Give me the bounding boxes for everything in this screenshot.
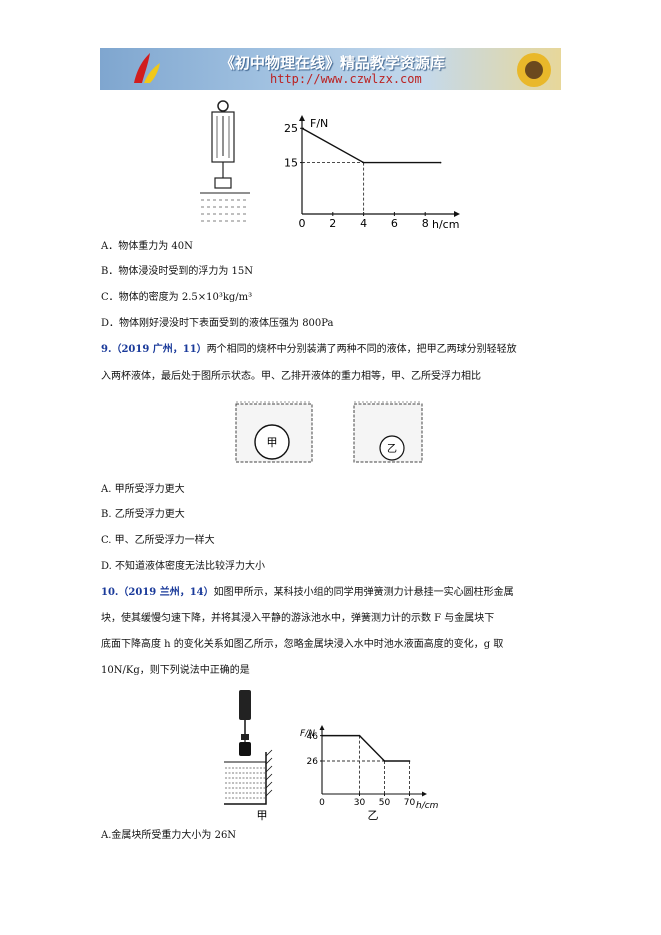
force-data-point <box>301 127 303 130</box>
beaker-left: 甲 <box>235 401 313 463</box>
logo-icon <box>128 51 164 87</box>
metal-block <box>239 742 251 756</box>
pool-spring-scale-figure: 甲 <box>224 690 273 822</box>
sunflower-icon <box>510 50 556 90</box>
y-tick-label: 15 <box>284 156 298 169</box>
x-tick-label: 30 <box>354 798 366 808</box>
beaker-right: 乙 <box>353 401 423 463</box>
ball-left-label: 甲 <box>267 436 278 449</box>
x-tick-label: 8 <box>422 217 429 230</box>
fig-left-label: 甲 <box>257 809 268 822</box>
q8-option-d: D．物体刚好浸没时下表面受到的液体压强为 800Pa <box>101 318 334 329</box>
banner-title: 《初中物理在线》精品教学资源库 <box>220 54 446 72</box>
ball-left <box>254 424 290 460</box>
x-axis-arrow-icon <box>422 791 427 797</box>
y-axis-arrow-icon <box>299 115 305 121</box>
x-tick-label: 6 <box>391 217 398 230</box>
q8-option-a: A．物体重力为 40N <box>101 241 193 252</box>
q9-stem-line-1: 9.（2019 广州，11）两个相同的烧杯中分别装满了两种不同的液体，把甲乙两球… <box>101 344 517 355</box>
q9-option-b: B. 乙所受浮力更大 <box>101 509 185 520</box>
q9-option-a: A. 甲所受浮力更大 <box>101 484 185 495</box>
q9-option-c: C. 甲、乙所受浮力一样大 <box>101 535 215 546</box>
q9-stem-line-2: 入两杯液体，最后处于图所示状态。甲、乙排开液体的重力相等，甲、乙所受浮力相比 <box>101 371 481 382</box>
force-data-point <box>358 734 361 737</box>
x-tick-label: 0 <box>299 217 306 230</box>
fig-right-label: 乙 <box>368 809 379 822</box>
beakers-figure: 甲 乙 <box>235 401 423 463</box>
q10-stem-line-3: 底面下降高度 h 的变化关系如图乙所示，忽略金属块浸入水中时池水液面高度的变化，… <box>101 639 504 650</box>
y-tick-label: 25 <box>284 122 298 135</box>
q10-stem-line-4: 10N/Kg，则下列说法中正确的是 <box>101 665 250 676</box>
x-tick-label: 2 <box>329 217 336 230</box>
y-tick-label: 26 <box>307 757 319 767</box>
y-axis-label: F/N <box>310 117 328 130</box>
x-axis-label: h/cm <box>432 218 459 230</box>
x-tick-label: 4 <box>360 217 367 230</box>
ball-right <box>379 435 405 461</box>
banner-url[interactable]: http://www.czwlzx.com <box>270 72 422 86</box>
force-data-point <box>362 161 365 164</box>
force-depth-graph-2: F/N h/cm 乙 46 26 0 30 50 70 <box>300 725 439 822</box>
x-tick-label: 0 <box>319 798 325 808</box>
q10-stem-line-2: 块，使其缓慢匀速下降，并将其浸入平静的游泳池水中，弹簧测力计的示数 F 与金属块… <box>101 613 495 624</box>
q9-source: 9.（2019 广州，11） <box>101 344 207 355</box>
y-axis-arrow-icon <box>319 725 325 730</box>
force-data-point <box>383 760 386 762</box>
force-depth-graph-1: F/N h/cm 25 15 0 2 4 6 8 <box>284 115 460 230</box>
q10-source: 10.（2019 兰州，14） <box>101 587 214 598</box>
force-data-point <box>408 760 411 762</box>
q9-option-d: D. 不知道液体密度无法比较浮力大小 <box>101 561 266 572</box>
x-axis-label: h/cm <box>416 801 439 811</box>
force-data-point <box>439 161 442 164</box>
force-series-line <box>322 734 410 762</box>
x-axis-arrow-icon <box>454 211 460 217</box>
q10-stem-line-1: 10.（2019 兰州，14）如图甲所示，某科技小组的同学用弹簧测力计悬挂一实心… <box>101 587 514 598</box>
force-data-point <box>321 734 323 737</box>
spring-scale-figure <box>200 100 250 222</box>
x-tick-label: 50 <box>379 798 391 808</box>
header-banner: 《初中物理在线》精品教学资源库 http://www.czwlzx.com <box>100 48 561 90</box>
y-tick-label: 46 <box>307 732 319 742</box>
q8-option-b: B．物体浸没时受到的浮力为 15N <box>101 266 254 277</box>
ball-right-label: 乙 <box>387 443 397 455</box>
q10-option-a: A.金属块所受重力大小为 26N <box>101 830 237 841</box>
q8-option-c: C．物体的密度为 2.5×10³kg/m³ <box>101 292 253 303</box>
force-series-line <box>301 127 441 164</box>
y-axis-label: F/N <box>300 729 315 739</box>
x-tick-label: 70 <box>404 798 416 808</box>
